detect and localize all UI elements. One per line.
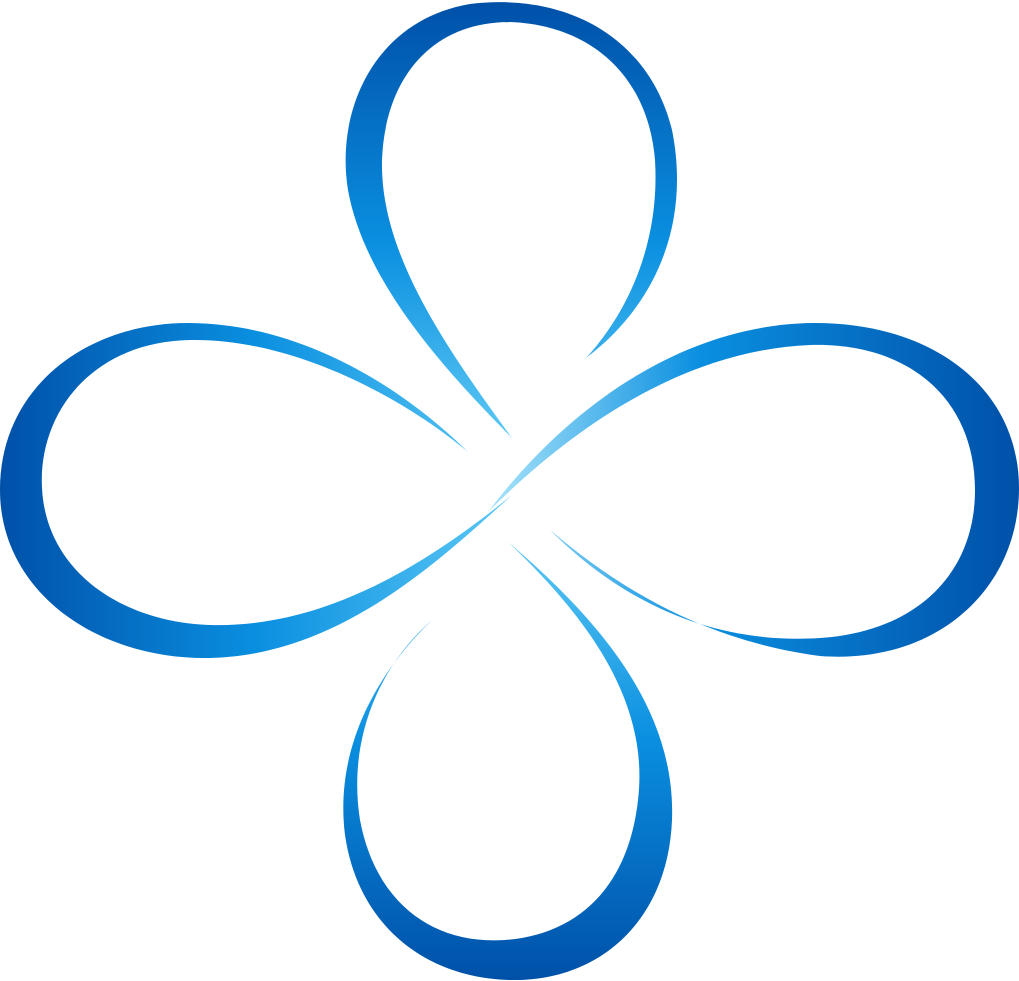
loop-right bbox=[488, 322, 1019, 657]
loop-left bbox=[0, 322, 512, 659]
loop-bottom bbox=[343, 542, 673, 981]
loop-top bbox=[345, 2, 678, 439]
